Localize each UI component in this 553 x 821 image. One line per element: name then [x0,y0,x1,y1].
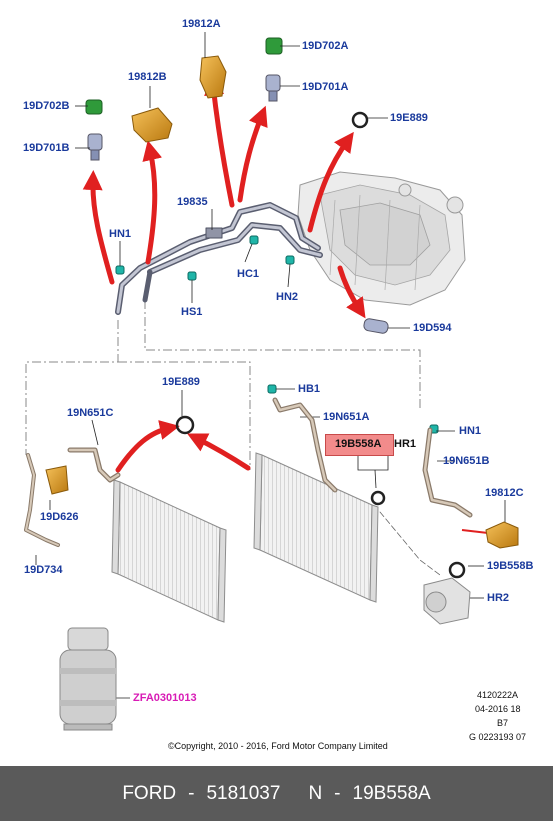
label-19812C[interactable]: 19812C [485,487,524,499]
label-19812A[interactable]: 19812A [182,18,221,30]
boundary-lines [25,300,421,470]
label-19D701A[interactable]: 19D701A [302,81,349,93]
label-HR1[interactable]: HR1 [394,438,417,450]
part-19D626-shape [45,465,69,495]
red-arrows [82,75,366,473]
part-19812C-shape [485,521,519,549]
meta-line-3: B7 [497,718,509,728]
label-19N651C[interactable]: 19N651C [67,407,114,419]
part-19D702B-shape [85,99,103,115]
oring-19E889-mid [175,415,195,435]
red-connector-line [461,529,489,534]
label-19D701B[interactable]: 19D701B [23,142,70,154]
condenser-right [253,452,379,603]
part-19D594-shape [363,318,389,334]
label-HN1-top[interactable]: HN1 [109,228,132,240]
label-19B558B[interactable]: 19B558B [487,560,534,572]
part-19812A-shape [199,55,227,99]
copyright-notice: ©Copyright, 2010 - 2016, Ford Motor Comp… [168,741,388,751]
footer-part-number: 5181037 [206,782,281,804]
footer-separator-2: - [334,782,341,804]
part-19D701A-shape [265,74,281,102]
label-HS1[interactable]: HS1 [181,306,203,318]
label-19B558A[interactable]: 19B558A [335,438,382,450]
oring-19E889-top [351,111,369,129]
label-HC1[interactable]: HC1 [237,268,260,280]
label-19N651B[interactable]: 19N651B [443,455,490,467]
label-HR2[interactable]: HR2 [487,592,510,604]
highlight-19B558A [325,434,394,456]
footer-code: N [308,782,323,804]
label-19E889-mid[interactable]: 19E889 [162,376,200,388]
pipe-assembly-19835 [115,202,323,315]
label-HN1-right[interactable]: HN1 [459,425,482,437]
condenser-left [111,479,227,623]
meta-line-2: 04-2016 18 [475,704,521,714]
meta-line-1: 4120222A [477,690,519,700]
part-19812B-shape [131,107,173,143]
part-19D702A-shape [265,37,283,55]
label-19E889-top[interactable]: 19E889 [390,112,428,124]
footer-separator-1: - [188,782,195,804]
label-ZFA0301013[interactable]: ZFA0301013 [133,692,197,704]
compressor [423,577,471,625]
label-19D626[interactable]: 19D626 [40,511,79,523]
label-19812B[interactable]: 19812B [128,71,167,83]
part-19D701B-shape [87,133,103,161]
footer-brand: FORD [122,782,177,804]
footer-part-code: 19B558A [352,782,431,804]
label-19D734[interactable]: 19D734 [24,564,63,576]
label-HN2[interactable]: HN2 [276,291,299,303]
oring-19B558B [448,561,466,579]
label-19835[interactable]: 19835 [177,196,208,208]
mid-pipes [24,397,473,576]
meta-line-4: G 0223193 07 [469,732,527,742]
gas-cylinder [59,627,117,731]
label-19D702B[interactable]: 19D702B [23,100,70,112]
label-HB1[interactable]: HB1 [298,383,321,395]
label-19D594[interactable]: 19D594 [413,322,452,334]
footer-bar: FORD - 5181037 N - 19B558A [0,766,553,821]
label-19D702A[interactable]: 19D702A [302,40,349,52]
label-19N651A[interactable]: 19N651A [323,411,370,423]
oring-19B558A [370,490,386,506]
